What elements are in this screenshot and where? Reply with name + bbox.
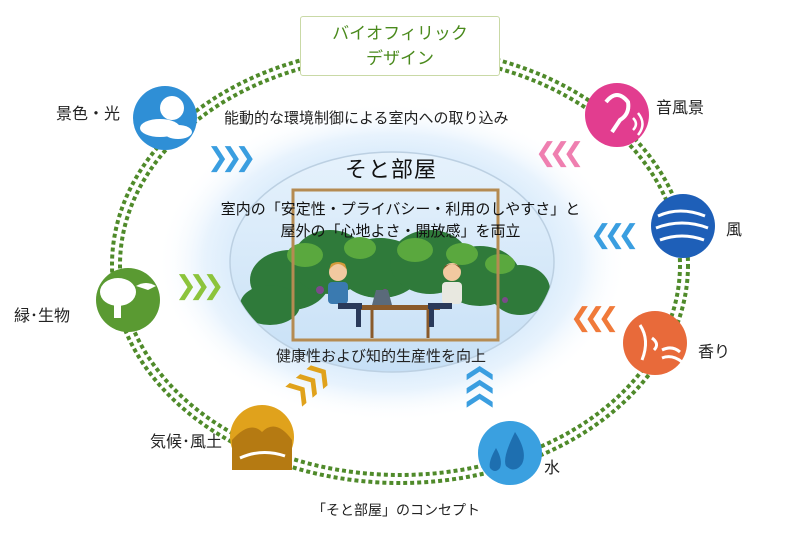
label-greenery: 緑･生物 <box>14 306 71 325</box>
icon-landscape <box>230 405 294 470</box>
chevron-left-icon: ❮❮❮ <box>590 220 639 250</box>
outer-ring-inner <box>118 53 682 477</box>
label-climate: 気候･風土 <box>150 432 223 451</box>
icon-face-scent <box>623 311 687 375</box>
middle-line1: 室内の「安定性・プライバシー・利用のしやすさ」と <box>220 200 581 218</box>
label-water: 水 <box>544 458 561 477</box>
chevron-right-icon: ❯❯❯ <box>175 271 224 301</box>
chevron-up-icon: ❯❯❯ <box>463 370 494 412</box>
chevron-left-icon: ❮❮❮ <box>570 303 619 333</box>
chevron-left-icon: ❮❮❮ <box>535 138 584 168</box>
room-name: そと部屋 <box>345 158 438 183</box>
icon-ear <box>585 83 649 147</box>
caption: 「そと部屋」のコンセプト <box>312 503 480 519</box>
title-box: バイオフィリック デザイン <box>300 16 500 76</box>
room-scene <box>240 188 550 342</box>
icon-tree-bird <box>96 268 160 332</box>
label-scenery-light: 景色・光 <box>56 104 121 123</box>
title-line2: デザイン <box>366 49 434 69</box>
middle-text: 室内の「安定性・プライバシー・利用のしやすさ」と 屋外の「心地よさ・開放感」を両… <box>208 198 593 242</box>
middle-line2: 屋外の「心地よさ・開放感」を両立 <box>280 222 521 240</box>
label-wind: 風 <box>726 220 743 239</box>
icon-sun-cloud <box>133 86 197 150</box>
label-soundscape: 音風景 <box>656 98 705 117</box>
chevron-right-icon: ❯❯❯ <box>207 143 256 173</box>
icon-wind <box>651 194 715 258</box>
inner-top-text: 能動的な環境制御による室内への取り込み <box>224 109 509 127</box>
label-scent: 香り <box>698 342 731 361</box>
title-line1: バイオフィリック <box>332 24 468 44</box>
icon-water-drop <box>478 421 542 485</box>
inner-bottom-text: 健康性および知的生産性を向上 <box>276 347 487 365</box>
